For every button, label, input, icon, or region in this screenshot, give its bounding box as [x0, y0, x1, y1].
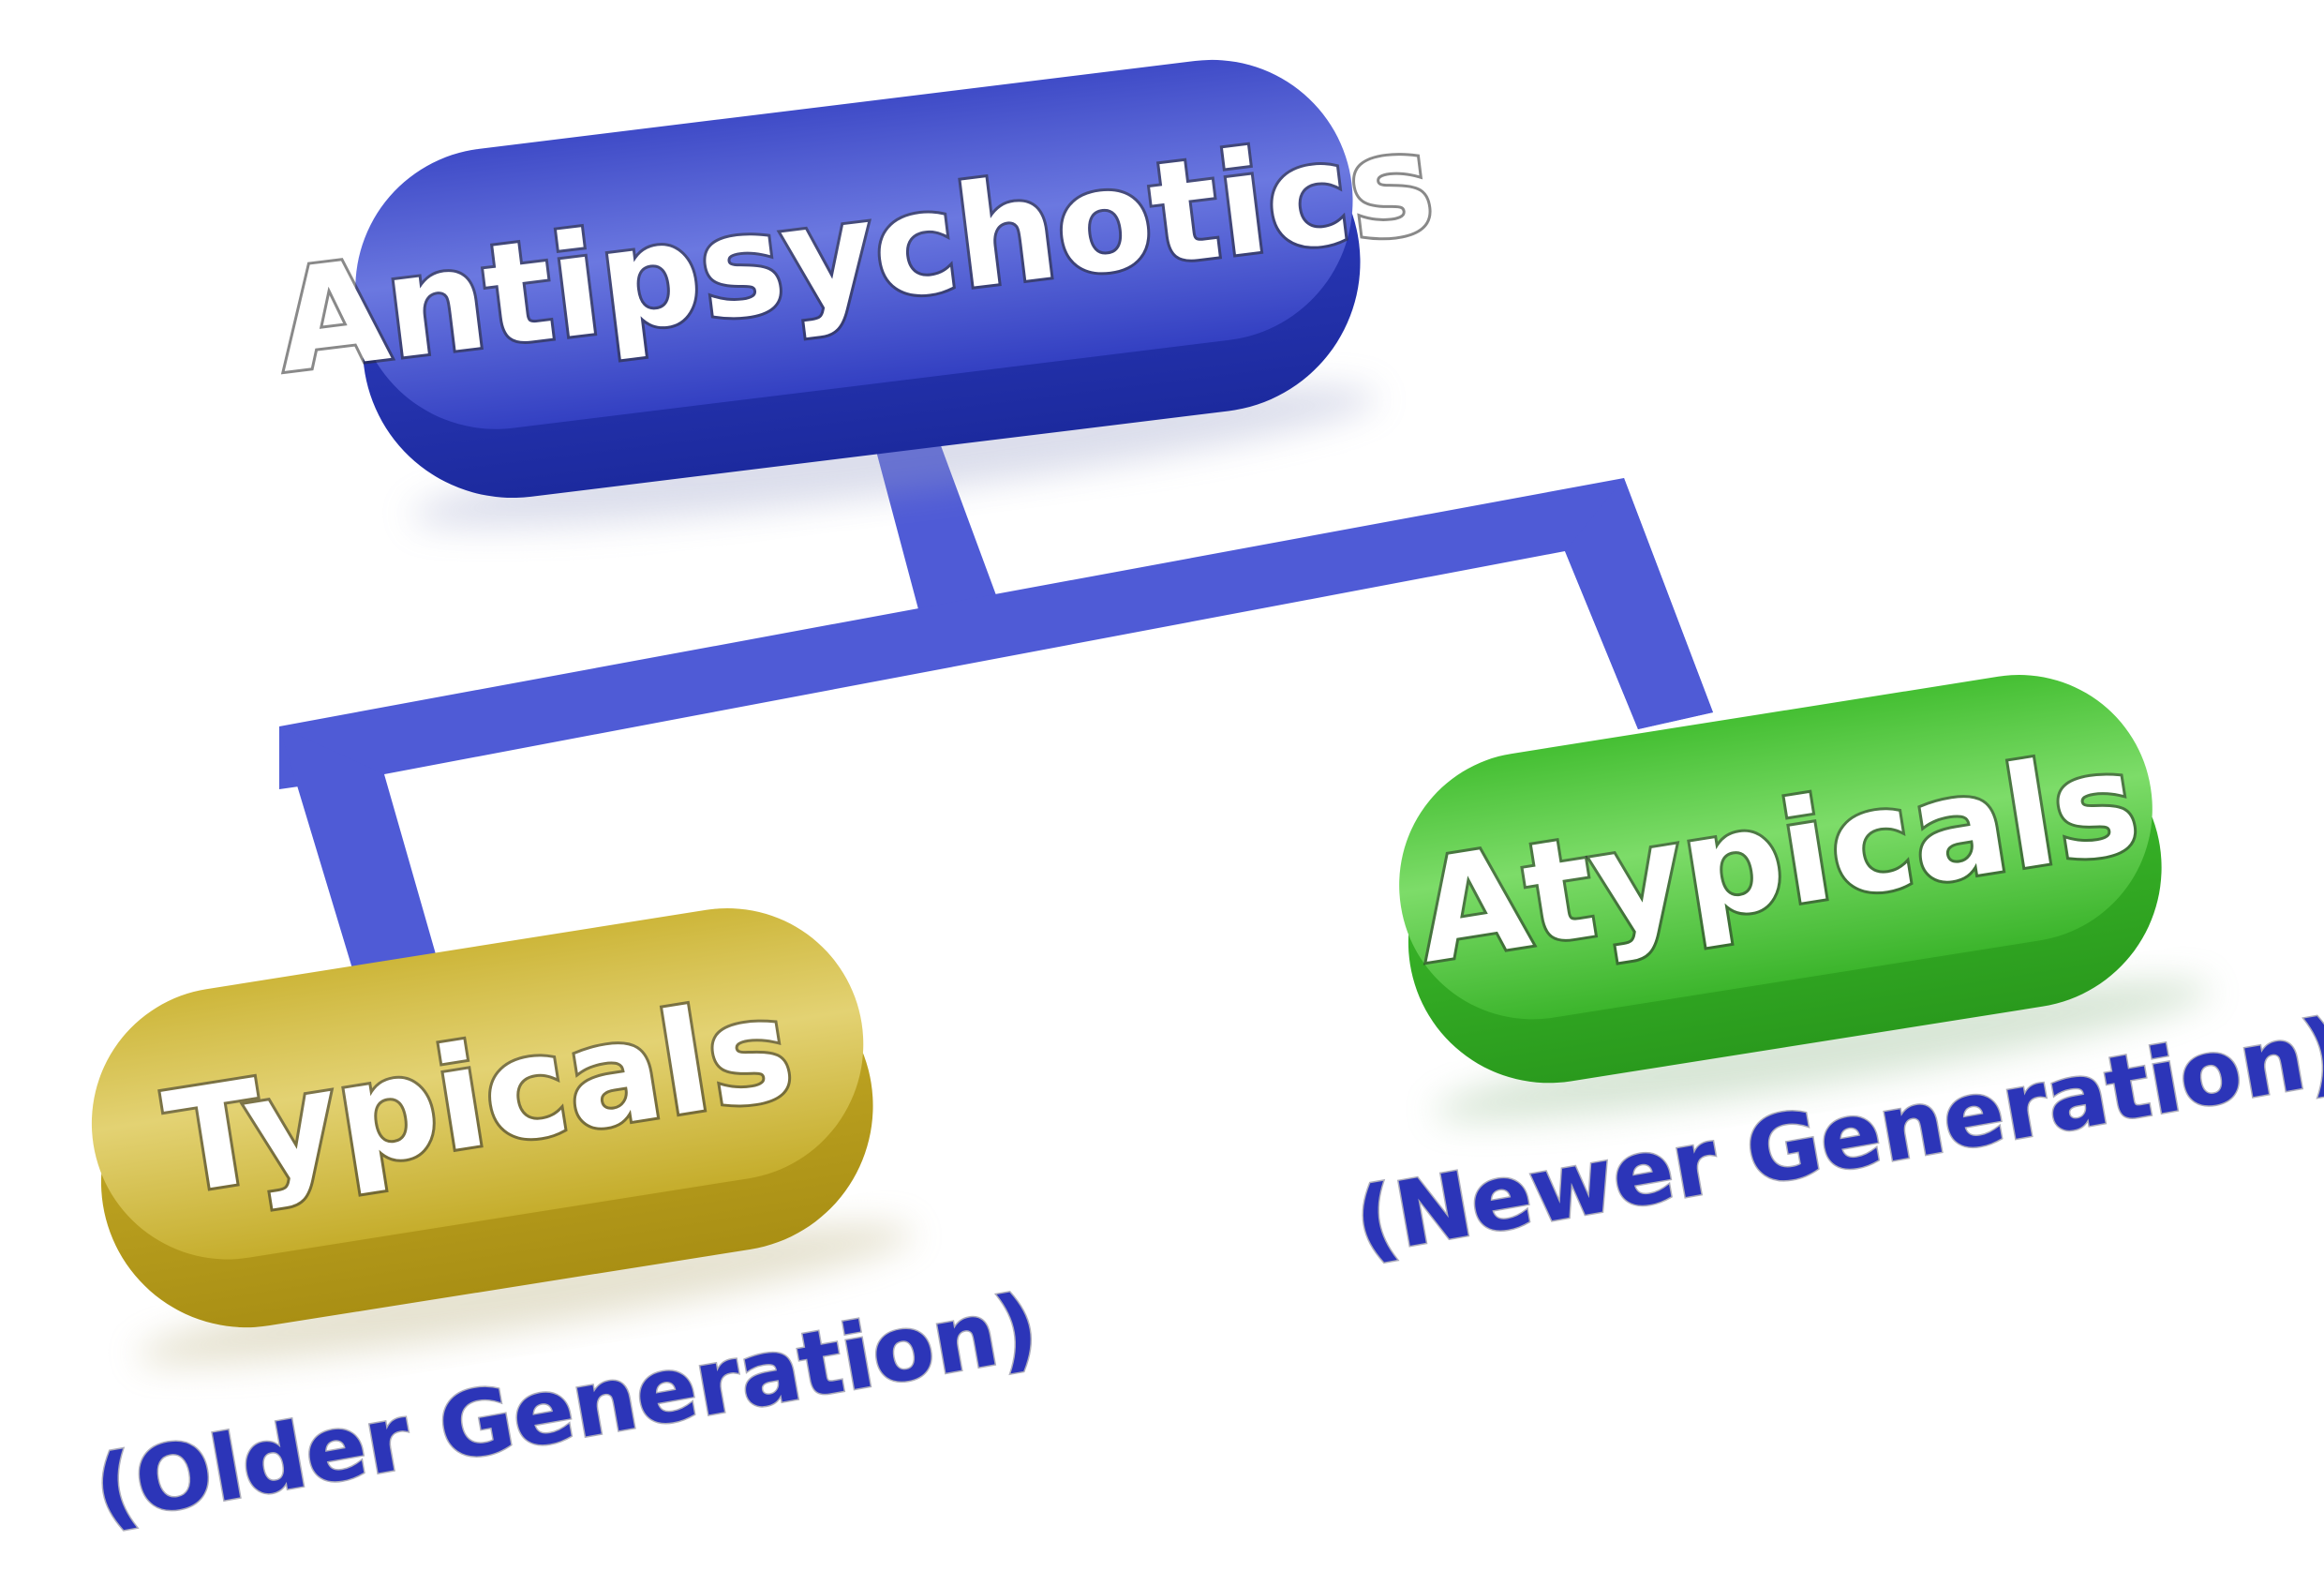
connector-right-riser	[1565, 478, 1713, 729]
connector-lines	[279, 441, 1713, 975]
left-node: Typicals	[91, 907, 915, 1365]
connector-left-riser	[279, 726, 436, 975]
right-node: Atypicals	[1399, 675, 2212, 1121]
root-node: Antipsychotics	[265, 59, 1445, 528]
left-pill-top	[91, 907, 864, 1260]
connector-bar	[279, 478, 1713, 789]
right-pill-top	[1399, 675, 2153, 1020]
root-pill-top	[355, 59, 1353, 429]
